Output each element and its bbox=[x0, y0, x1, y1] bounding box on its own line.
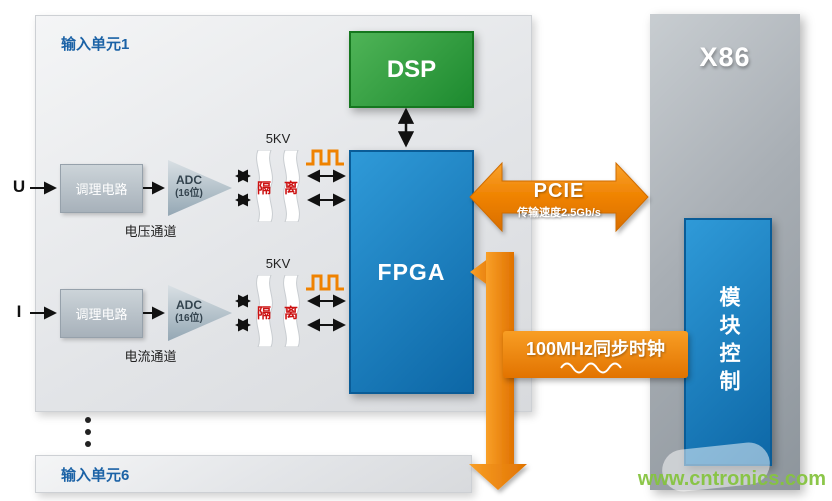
conditioning-label: 调理电路 bbox=[75, 182, 128, 197]
dsp-label: DSP bbox=[386, 55, 437, 83]
input-u-label: U bbox=[12, 177, 26, 196]
isolation-rating-label: 5KV bbox=[265, 256, 291, 271]
input-unit-1-title: 输入单元1 bbox=[61, 36, 130, 53]
isolation-ribbons bbox=[256, 274, 300, 348]
adc-block: ADC (16位) bbox=[168, 160, 232, 216]
pcie-speed-label: 传输速度2.5Gb/s bbox=[517, 207, 601, 219]
conditioning-circuit-block: 调理电路 bbox=[60, 289, 143, 338]
isolation-rating-label: 5KV bbox=[265, 131, 291, 146]
pcie-label-group: PCIE 传输速度2.5Gb/s bbox=[498, 180, 620, 220]
ellipsis-dots bbox=[85, 417, 91, 447]
fpga-label: FPGA bbox=[377, 258, 446, 285]
input-i-label: I bbox=[16, 302, 22, 321]
isolation-char: 隔 bbox=[257, 305, 271, 321]
sync-clock-banner: 100MHz同步时钟 bbox=[503, 331, 688, 378]
isolation-block: 隔 离 bbox=[252, 274, 304, 348]
adc-block: ADC (16位) bbox=[168, 285, 232, 341]
module-control-block: 模块控制 bbox=[684, 218, 772, 466]
voltage-channel-label: 电压通道 bbox=[124, 224, 177, 239]
adc-label: ADC (16位) bbox=[175, 298, 203, 324]
module-control-label: 模块控制 bbox=[717, 286, 740, 398]
adc-label: ADC (16位) bbox=[175, 173, 203, 199]
isolation-char: 隔 bbox=[257, 180, 271, 196]
dsp-block: DSP bbox=[349, 31, 474, 108]
watermark: www.cntronics.com bbox=[637, 468, 826, 490]
fpga-block: FPGA bbox=[349, 150, 474, 394]
input-unit-6-title: 输入单元6 bbox=[61, 467, 130, 484]
conditioning-label: 调理电路 bbox=[75, 307, 128, 322]
isolation-char: 离 bbox=[284, 305, 298, 321]
sync-clock-label: 100MHz同步时钟 bbox=[525, 339, 666, 359]
sine-wave-icon bbox=[559, 362, 622, 374]
x86-title: X86 bbox=[699, 42, 751, 72]
conditioning-circuit-block: 调理电路 bbox=[60, 164, 143, 213]
isolation-ribbons bbox=[256, 149, 300, 223]
pcie-label: PCIE bbox=[533, 180, 585, 202]
current-channel-label: 电流通道 bbox=[124, 349, 177, 364]
isolation-char: 离 bbox=[284, 180, 298, 196]
isolation-block: 隔 离 bbox=[252, 149, 304, 223]
input-unit-6-panel: 输入单元6 bbox=[35, 455, 472, 493]
